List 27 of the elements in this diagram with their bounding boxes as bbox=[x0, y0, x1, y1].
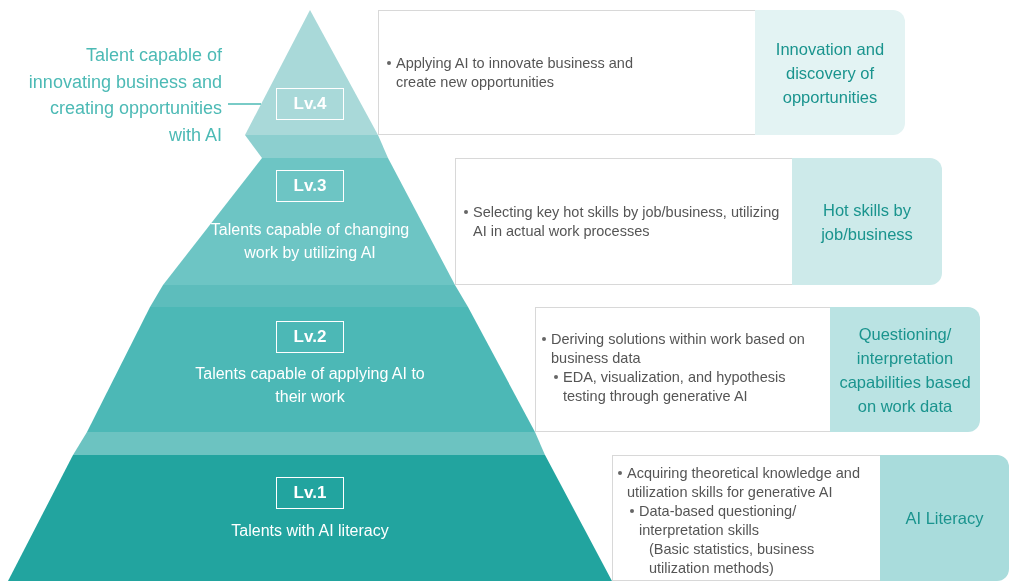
level-badge: Lv.4 bbox=[276, 88, 344, 120]
pyramid-side-face bbox=[245, 135, 388, 158]
description-panel bbox=[612, 455, 880, 581]
level-description: Talents capable of changing work by utilizing AI bbox=[209, 220, 411, 263]
bullet-text: Data-based questioning/ interpretation skills bbox=[639, 502, 798, 540]
pyramid-side-face bbox=[150, 285, 468, 307]
bullet-text: Selecting key hot skills by job/business, utilizing AI in actual work processes bbox=[473, 203, 781, 241]
description-panel bbox=[378, 10, 755, 135]
callout-text: Talent capable of innovating business and creating opportunities with AI bbox=[20, 42, 222, 150]
category-box: Questioning/ interpretation capabilities based on work data bbox=[830, 307, 980, 432]
category-box: Innovation and discovery of opportunities bbox=[755, 10, 905, 135]
bullet-text: Applying AI to innovate business and create new opportunities bbox=[396, 54, 634, 92]
category-box: Hot skills by job/business bbox=[792, 158, 942, 285]
category-box: AI Literacy bbox=[880, 455, 1009, 581]
level-description: Talents capable of applying AI to their work bbox=[195, 364, 425, 407]
level-badge: Lv.3 bbox=[276, 170, 344, 202]
pyramid-side-face bbox=[73, 432, 545, 455]
leader-line bbox=[227, 103, 262, 105]
bullet-text: Deriving solutions within work based on business data bbox=[551, 330, 806, 368]
bullet-text: EDA, visualization, and hypothesis testing through generative AI bbox=[563, 368, 787, 406]
bullet-text: Acquiring theoretical knowledge and utilization skills for generative AI bbox=[627, 464, 861, 502]
level-badge: Lv.1 bbox=[276, 477, 344, 509]
description-panel bbox=[535, 307, 830, 432]
level-badge: Lv.2 bbox=[276, 321, 344, 353]
bullet-text: (Basic statistics, business utilization methods) bbox=[649, 540, 816, 578]
description-panel bbox=[455, 158, 792, 285]
level-description: Talents with AI literacy bbox=[230, 521, 390, 541]
